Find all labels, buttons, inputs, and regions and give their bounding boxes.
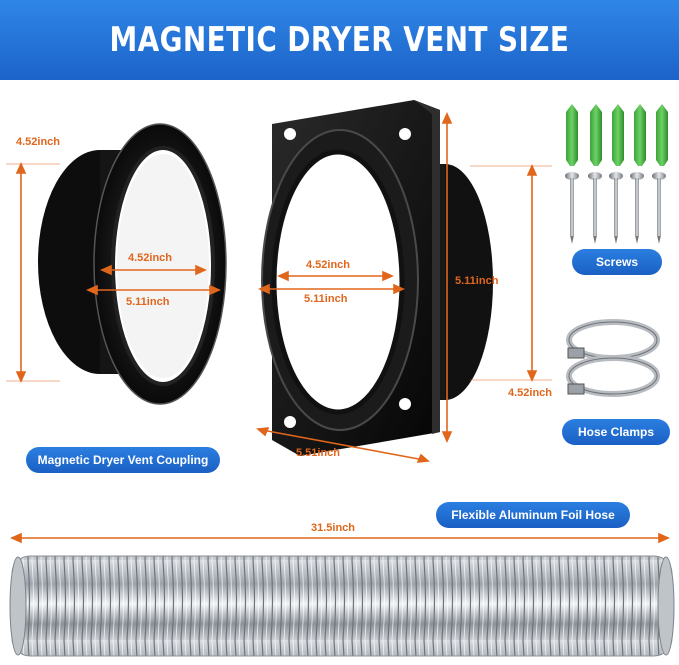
hose-name-badge: Flexible Aluminum Foil Hose: [436, 502, 630, 528]
hose-clamp-icon: [566, 319, 660, 397]
screws-set: [565, 104, 668, 244]
screw-icon: [565, 172, 666, 244]
flange-depth-label: 4.52inch: [508, 387, 553, 399]
screws-badge: Screws: [572, 249, 662, 275]
coupling-inner-diameter-label: 4.52inch: [128, 252, 173, 264]
clamps-badge: Hose Clamps: [562, 419, 670, 445]
coupling-name-badge: Magnetic Dryer Vent Coupling: [26, 447, 220, 473]
wall-anchor-icon: [566, 104, 668, 166]
flange-outer-diameter-label: 5.11inch: [304, 293, 348, 305]
flange-width-label: 5.51inch: [296, 447, 341, 459]
page-title: MAGNETIC DRYER VENT SIZE: [109, 20, 570, 60]
coupling-name: Magnetic Dryer Vent Coupling: [37, 453, 209, 467]
vent-coupling: [38, 123, 227, 405]
screws-name: Screws: [595, 255, 639, 269]
hose-name: Flexible Aluminum Foil Hose: [451, 508, 615, 522]
coupling-outer-diameter-label: 5.11inch: [126, 296, 170, 308]
hose-length-label: 31.5inch: [311, 522, 356, 534]
clamps-name: Hose Clamps: [577, 425, 655, 439]
foil-hose: [9, 555, 675, 657]
flange-height-label: 5.11inch: [455, 275, 499, 287]
vent-flange: [261, 100, 493, 456]
coupling-height-label: 4.52inch: [16, 136, 61, 148]
dimension-lines: [6, 112, 670, 544]
title-banner: MAGNETIC DRYER VENT SIZE: [0, 0, 679, 80]
flange-inner-diameter-label: 4.52inch: [306, 259, 351, 271]
